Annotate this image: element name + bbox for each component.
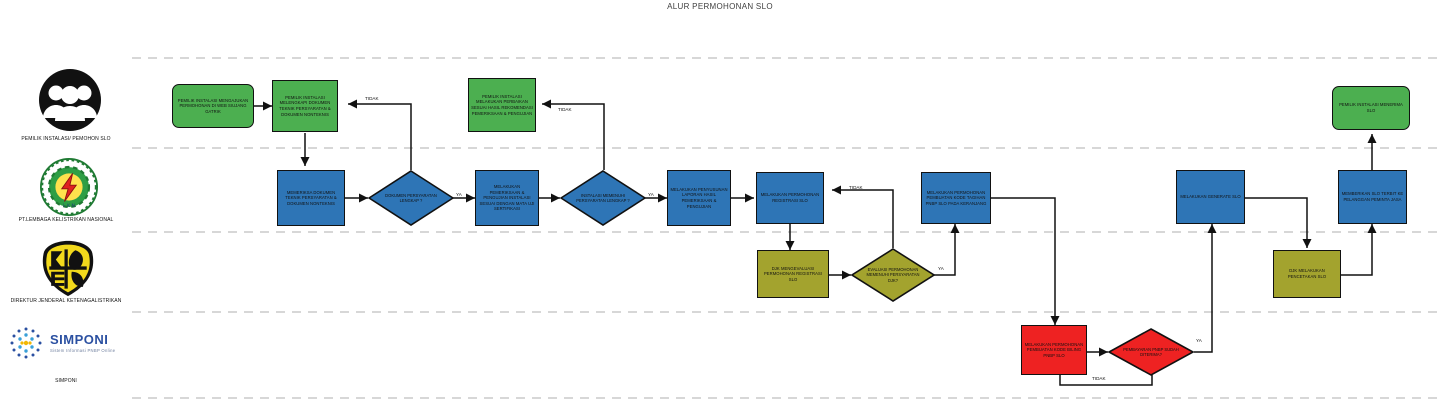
edge-label-tidak-d4: TIDAK — [1092, 376, 1106, 381]
node-d1[interactable]: DOKUMEN PERSYARATAN LENGKAP ? — [368, 170, 454, 226]
lane-label-simponi: SIMPONI — [55, 378, 77, 384]
node-d4-label: PEMBAYARAN PNBP SUDAH DITERIMA? — [1123, 346, 1179, 357]
node-n13[interactable]: DJK MELAKUKAN PENCETAKAN SLO — [1273, 250, 1341, 298]
edge-label-ya-d2: YA — [648, 192, 654, 197]
svg-text:L K N: L K N — [63, 203, 75, 209]
node-n2[interactable]: PEMILIK INSTALASI MELENGKAPI DOKUMEN TEK… — [272, 80, 338, 132]
decision-shape — [851, 248, 935, 302]
node-d2[interactable]: INSTALASI MEMENUHI PERSYARATAN LENGKAP ? — [560, 170, 646, 226]
node-n11[interactable]: MEMBERIKAN SLO TERBIT KE PELANGGAN PEMIN… — [1338, 170, 1407, 224]
people-group-icon — [39, 69, 101, 131]
simponi-logo-icon: SIMPONI Sistem Informasi PNBP Online — [6, 322, 132, 364]
node-n11-label: MEMBERIKAN SLO TERBIT KE PELANGGAN PEMIN… — [1341, 191, 1404, 202]
node-n10-label: MELAKUKAN GENERATE SLO — [1180, 194, 1241, 200]
node-n5-label: MEMERIKSA DOKUMEN TEKNIK PERSYARATAN & D… — [285, 189, 337, 206]
edge-label-ya-d4: YA — [1196, 338, 1202, 343]
node-n10[interactable]: MELAKUKAN GENERATE SLO — [1176, 170, 1245, 224]
node-n4[interactable]: PEMILIK INSTALASI MENERIMA SLO — [1332, 86, 1410, 130]
node-n2-label: PEMILIK INSTALASI MELENGKAPI DOKUMEN TEK… — [279, 94, 331, 117]
decision-shape — [1108, 328, 1194, 376]
edge-label-tidak-d2: TIDAK — [558, 107, 572, 112]
node-n9[interactable]: MELAKUKAN PERMOHONAN PEMBUATAN KODE TAGI… — [921, 172, 991, 224]
simponi-wordmark: SIMPONI — [50, 332, 109, 347]
djk-shield-icon — [42, 240, 94, 297]
node-n1-label: PEMILIK INSTALASI MENGAJUKAN PERMOHONAN … — [177, 97, 249, 114]
node-n5[interactable]: MEMERIKSA DOKUMEN TEKNIK PERSYARATAN & D… — [277, 170, 345, 226]
decision-shape — [560, 170, 646, 226]
node-n9-label: MELAKUKAN PERMOHONAN PEMBUATAN KODE TAGI… — [925, 189, 987, 206]
page-title: ALUR PERMOHONAN SLO — [667, 2, 773, 11]
node-n13-label: DJK MELAKUKAN PENCETAKAN SLO — [1287, 268, 1327, 279]
node-n4-label: PEMILIK INSTALASI MENERIMA SLO — [1339, 102, 1403, 113]
node-n6-label: MELAKUKAN PEMERIKSAAN & PENGUJIAN INSTAL… — [479, 184, 535, 212]
node-n1[interactable]: PEMILIK INSTALASI MENGAJUKAN PERMOHONAN … — [172, 84, 254, 128]
edge-label-tidak-d1: TIDAK — [365, 96, 379, 101]
lane-label-pemohon: PEMILIK INSTALASI/ PEMOHON SLO — [21, 136, 111, 142]
node-n6[interactable]: MELAKUKAN PEMERIKSAAN & PENGUJIAN INSTAL… — [475, 170, 539, 226]
simponi-mark-icon — [10, 327, 42, 359]
node-n14-label: MELAKUKAN PERMOHONAN PEMBUATAN KODE BILI… — [1024, 341, 1084, 358]
node-d3-label: EVALUASI PERMOHONAN MEMENUHI PERSYARATAN… — [866, 267, 920, 283]
node-d1-label: DOKUMEN PERSYARATAN LENGKAP ? — [385, 192, 437, 203]
lane-label-lkn: PT.LEMBAGA KELISTRIKAN NASIONAL — [18, 217, 114, 223]
node-n3[interactable]: PEMILIK INSTALASI MELAKUKAN PERBAIKAN SE… — [468, 78, 536, 132]
lane-label-djk: DIREKTUR JENDERAL KETENAGALISTRIKAN — [10, 298, 122, 304]
node-n12[interactable]: DJK MENGEVALUASI PERMOHONAN REGISTRASI S… — [757, 250, 829, 298]
node-n7[interactable]: MELAKUKAN PENYUSUNAN LAPORAN HASIL PEMER… — [667, 170, 731, 226]
node-d2-label: INSTALASI MEMENUHI PERSYARATAN LENGKAP ? — [576, 192, 630, 203]
node-n8[interactable]: MELAKUKAN PERMOHONAN REGISTRASI SLO — [756, 172, 824, 224]
node-d4[interactable]: PEMBAYARAN PNBP SUDAH DITERIMA? — [1108, 328, 1194, 376]
edge-label-tidak-d3: TIDAK — [849, 185, 863, 190]
decision-shape — [368, 170, 454, 226]
node-d3[interactable]: EVALUASI PERMOHONAN MEMENUHI PERSYARATAN… — [851, 248, 935, 302]
edge-label-ya-d1: YA — [456, 192, 462, 197]
edge-label-ya-d3: YA — [938, 266, 944, 271]
node-n14[interactable]: MELAKUKAN PERMOHONAN PEMBUATAN KODE BILI… — [1021, 325, 1087, 375]
node-n8-label: MELAKUKAN PERMOHONAN REGISTRASI SLO — [760, 192, 820, 203]
lkn-logo-icon: L K N — [40, 158, 98, 216]
node-n3-label: PEMILIK INSTALASI MELAKUKAN PERBAIKAN SE… — [471, 93, 533, 116]
simponi-tagline: Sistem Informasi PNBP Online — [50, 348, 116, 353]
node-n12-label: DJK MENGEVALUASI PERMOHONAN REGISTRASI S… — [763, 265, 823, 282]
node-n7-label: MELAKUKAN PENYUSUNAN LAPORAN HASIL PEMER… — [670, 186, 728, 209]
